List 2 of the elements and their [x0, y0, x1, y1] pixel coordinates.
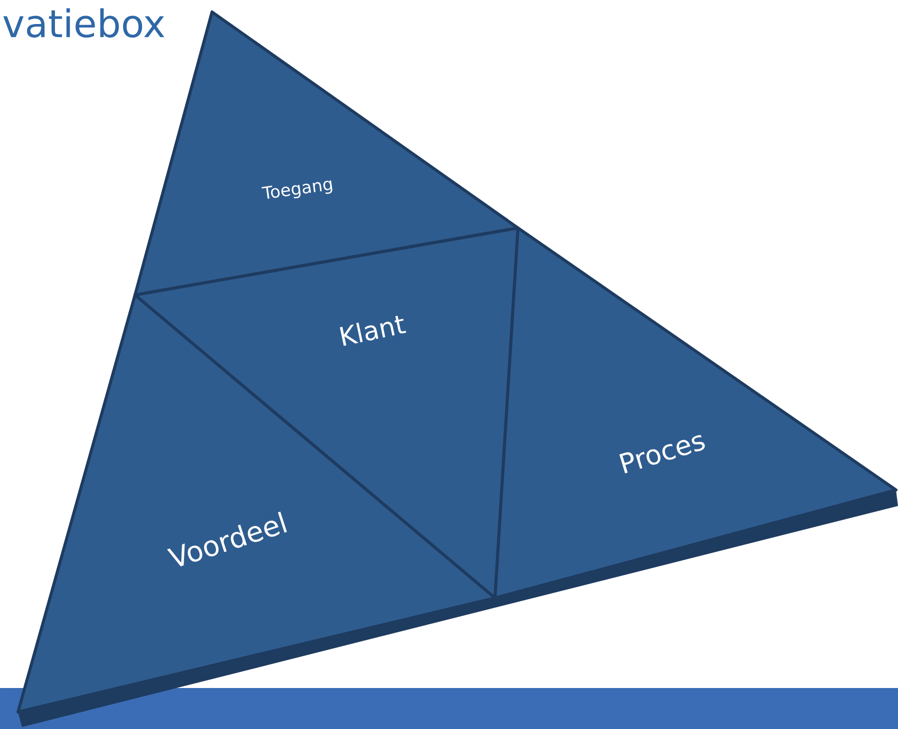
- node-label: Proces: [619, 435, 705, 474]
- triangle-segment: Proces: [494, 226, 898, 600]
